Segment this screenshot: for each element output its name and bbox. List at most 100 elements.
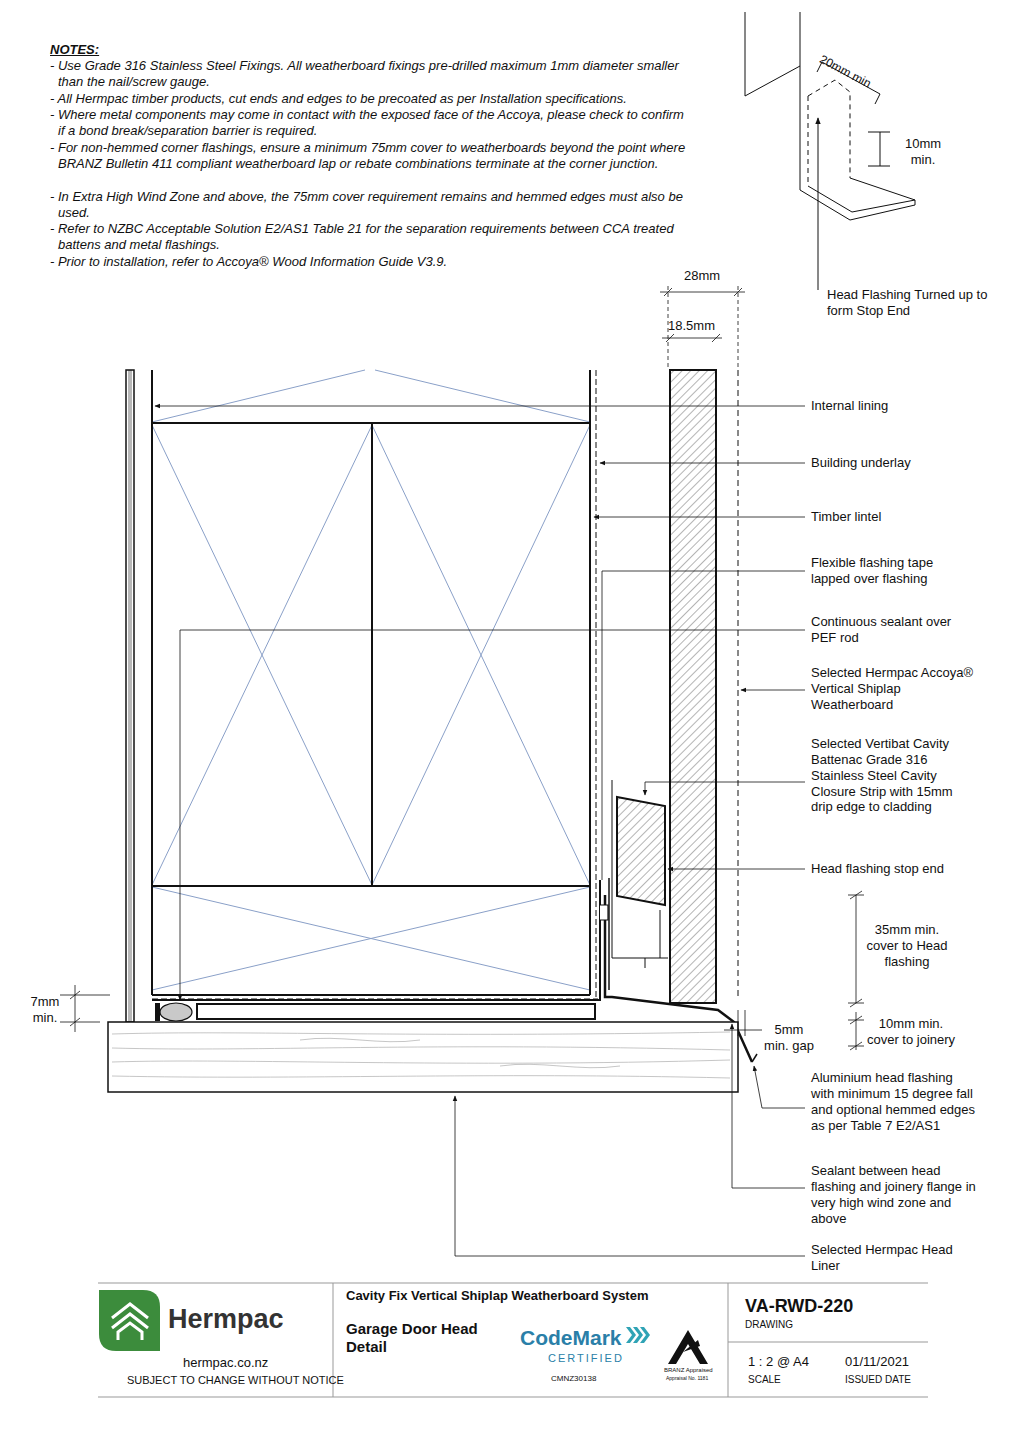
stop-end-sketch-part [808,80,850,178]
dimension-lines-part [856,1012,857,1050]
stop-end-sketch-part [818,118,819,290]
hermpac-logo-part [99,1290,160,1351]
cavity-batten-part [612,780,668,958]
cavity-batten [600,780,668,968]
internal-lining-part [131,370,132,1022]
branz-logo-part [668,1330,708,1364]
head-liner-part [112,1032,730,1078]
leader-lines-part [754,1066,805,1108]
leader-lines [155,406,805,1256]
drawing-title: Garage Door Head Detail [346,1320,516,1357]
dimension: 5mm min. gap [764,1022,814,1054]
scale-value: 1 : 2 @ A4 [748,1354,809,1370]
field-heading: SCALE [748,1374,781,1386]
dimension-lines-part [848,891,864,1007]
dimension-lines-part [848,1016,864,1050]
codemark-logo-part [626,1327,636,1343]
stop-end-sketch-part [808,96,809,186]
head-flashing-part [608,878,610,990]
appraisal-mark: Appraisal No. 1181 [666,1375,708,1381]
dimension: 7mm min. [26,994,64,1026]
head-liner-part-part [300,1038,420,1041]
callout-label: Continuous sealant over PEF rod [811,614,971,646]
dimension: 10mm min. [898,136,948,168]
timber-lintel-part-part [152,425,372,885]
timber-lintel-part-part [375,370,590,422]
disclaimer: SUBJECT TO CHANGE WITHOUT NOTICE [127,1374,344,1387]
head-liner-part-part [112,1047,730,1050]
timber-lintel-part-part [372,425,590,885]
callout-label: Aluminium head flashing with minimum 15 … [811,1070,976,1133]
callout-label: Selected Hermpac Head Liner [811,1242,976,1274]
callout-label: Head flashing stop end [811,861,991,877]
leader-lines-part [668,869,805,870]
dimension-lines [60,286,864,1050]
dimension: 35mm min. cover to Head flashing [862,922,952,970]
codemark-logo-part [633,1327,643,1343]
dimension-lines-part [738,286,739,370]
timber-lintel-part-part [152,885,590,887]
head-liner-part [160,1003,192,1021]
website: hermpac.co.nz [183,1355,268,1371]
leader-lines-part [455,1096,805,1256]
callout-label: Selected Hermpac Accoya® Vertical Shipla… [811,665,981,713]
notes-heading: NOTES: [50,42,99,58]
timber-lintel-part-part [372,425,590,885]
title-block-part [98,1283,928,1284]
callout-label: Flexible flashing tape lapped over flash… [811,555,971,587]
dimension: 28mm [684,268,720,284]
stop-end-sketch-part [868,132,890,166]
dimension: 18.5mm [668,318,715,334]
leader-lines-part [645,782,805,795]
head-liner-part-part [112,1060,730,1063]
note: - Refer to NZBC Acceptable Solution E2/A… [50,221,688,254]
certificate-number: CMNZ30138 [551,1374,596,1384]
callout-label: Head Flashing Turned up to form Stop End [827,287,1002,319]
internal-lining-part [129,370,130,1022]
certification-mark: CodeMark [520,1325,622,1351]
branz-logo-part [683,1340,700,1352]
title-block [98,1283,928,1397]
head-liner-part-part [112,1032,730,1034]
timber-lintel-part-part [152,370,365,422]
timber-lintel-part-part [151,370,153,995]
leader-lines-part [602,571,805,880]
timber-lintel-part-part [589,370,591,995]
issue-date: 01/11/2021 [845,1354,909,1370]
dimension-lines-part [660,292,745,293]
stop-end-sketch-part [745,12,800,96]
callout-label: Building underlay [811,455,991,471]
title-block-part [728,1283,729,1397]
head-liner-part-part [500,1064,620,1067]
title-block-part [728,1342,928,1343]
leader-lines-part [180,630,805,1000]
building-underlay-part [596,370,597,998]
dimension-lines-part [664,288,742,296]
head-liner-part-part [112,1076,730,1078]
cavity-batten-part [617,797,665,905]
codemark-logo-part [640,1327,650,1343]
head-flashing-part [752,1054,757,1062]
leader-lines-part [594,517,805,518]
field-heading: ISSUED DATE [845,1374,911,1386]
timber-lintel [152,370,590,995]
head-liner-part [197,1004,595,1019]
weatherboard-part [738,370,739,1000]
dimension-lines-part [666,334,720,342]
note: - Prior to installation, refer to Accoya… [50,254,688,270]
callout-label: Internal lining [811,398,991,414]
dimension: 10mm min. cover to joinery [866,1016,956,1048]
timber-lintel-part-part [152,887,590,990]
callout-label: Selected Vertibat Cavity Battenac Grade … [811,736,971,815]
leader-lines-part [741,690,805,691]
hermpac-logo [99,1290,160,1351]
branz-logo [668,1330,708,1364]
note: - All Hermpac timber products, cut ends … [50,91,688,107]
head-flashing-part [152,880,600,1000]
dimension-lines-part [724,1010,762,1036]
stop-end-sketch-part [800,66,915,220]
codemark-logo [626,1327,650,1343]
dimension: 20mm min [817,52,873,91]
system-name: Cavity Fix Vertical Shiplap Weatherboard… [346,1288,716,1304]
